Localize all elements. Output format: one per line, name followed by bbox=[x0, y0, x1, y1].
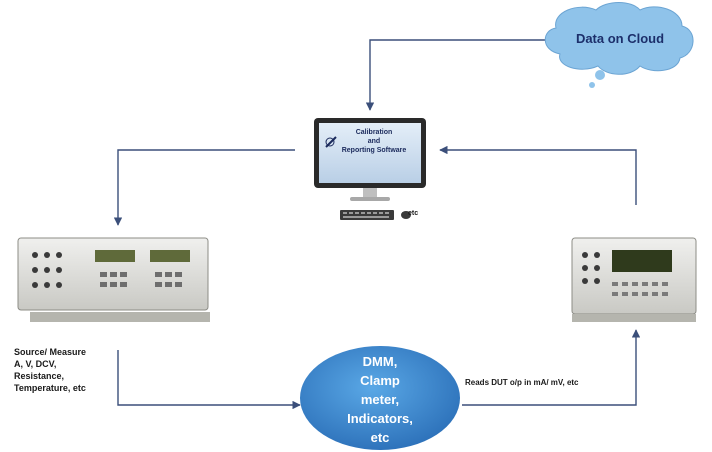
software-logo-icon bbox=[325, 136, 337, 148]
arrow-dut-to-right-instrument bbox=[462, 329, 641, 406]
calibrator-instrument bbox=[17, 237, 210, 322]
keyboard bbox=[340, 210, 411, 220]
connector-lines bbox=[113, 39, 641, 410]
mouse-icon bbox=[401, 211, 411, 219]
computer-screen-text: Calibration and Reporting Software bbox=[341, 129, 407, 154]
arrow-right-instrument-to-computer bbox=[439, 145, 637, 205]
right-instrument-caption: Reads DUT o/p in mA/ mV, etc bbox=[465, 378, 579, 387]
dut-ellipse bbox=[300, 346, 460, 450]
arrow-computer-to-left-instrument bbox=[113, 149, 295, 226]
cloud-shape bbox=[544, 2, 694, 88]
left-instrument-caption: Source/ Measure A, V, DCV, Resistance, T… bbox=[14, 347, 87, 393]
computer-monitor bbox=[314, 118, 426, 201]
cloud-label: Data on Cloud bbox=[575, 31, 665, 46]
line-left-instrument-to-dut bbox=[117, 350, 301, 410]
dut-label: DMM, Clamp meter, Indicators, etc bbox=[347, 354, 413, 445]
multimeter-instrument bbox=[571, 237, 697, 322]
keyboard-caption: etc bbox=[408, 210, 419, 217]
arrow-cloud-to-computer bbox=[365, 39, 548, 111]
